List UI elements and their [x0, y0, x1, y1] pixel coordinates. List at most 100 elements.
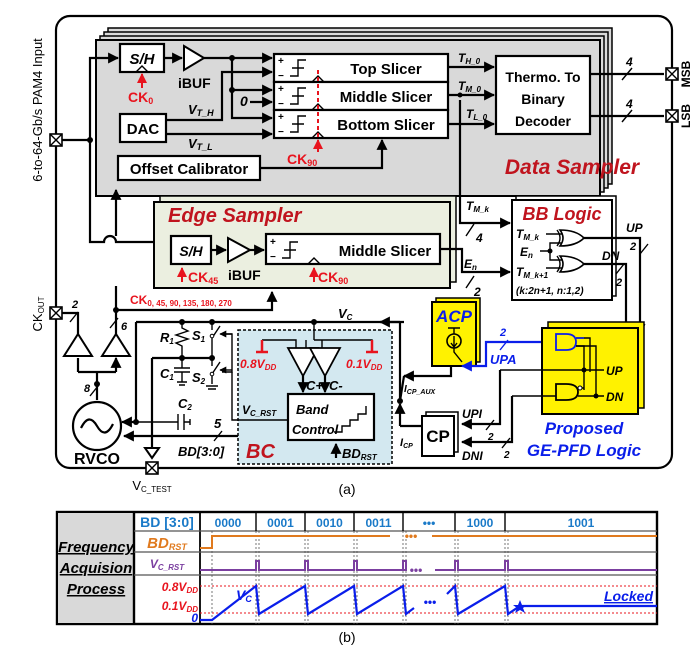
bb-tmk1-label: TM_k+1 [516, 265, 549, 280]
level-zero-label: 0 [191, 611, 198, 625]
decoder-label-1: Thermo. To [505, 69, 580, 85]
icp-aux-label: ICP_AUX [404, 384, 437, 396]
caption-a: (a) [338, 481, 355, 497]
ge-pfd-logic: UP DN [500, 321, 645, 415]
svg-text:+: + [278, 112, 284, 123]
decoder-label-2: Binary [521, 91, 565, 107]
data-sampler: S/H CK0 iBUF DAC VT_H VT_L 0 +− +− +− [95, 27, 664, 197]
input-pad [49, 133, 63, 147]
bd-rst-wave [200, 535, 657, 549]
vc-rst-label: VC_RST [242, 403, 277, 418]
ck0-label: CK0 [128, 89, 153, 106]
en-label: En [464, 257, 477, 272]
bd-rst-row-label: BDRST [147, 535, 188, 552]
svg-text:+: + [270, 237, 276, 248]
caption-b: (b) [338, 629, 355, 645]
bb-logic: BB Logic TM_k En TM_k+1 (k:2n+1, n:1,2) [511, 195, 617, 301]
vc-rst-ellipsis: ••• [410, 563, 423, 577]
bd-code-cell: 0010 [316, 516, 343, 530]
s1-label: S1 [192, 328, 206, 344]
bd-code-cell: 0001 [267, 516, 294, 530]
bb-logic-note: (k:2n+1, n:1,2) [516, 286, 584, 297]
bb-up-label: UP [626, 221, 644, 235]
middle-slicer-label: Middle Slicer [340, 89, 433, 106]
rvco-label: RVCO [74, 451, 120, 468]
th0-label: TH_0 [458, 51, 481, 66]
xor-gate-dn-icon [558, 255, 586, 273]
bd-bus-width: 5 [214, 416, 222, 431]
clock-phases-label: CK0, 45, 90, 135, 180, 270 [130, 293, 232, 308]
xor-gate-up-icon [558, 229, 586, 247]
ckout-label: CKOUT [30, 296, 46, 331]
offset-calibrator-block [116, 154, 262, 182]
band-control-label-1: Band [296, 402, 330, 417]
v08-label: 0.8VDD [240, 357, 276, 372]
nand-gate-icon [555, 383, 579, 401]
vc-test-buffer-icon [143, 447, 161, 460]
capacitor-c1-icon [174, 358, 190, 386]
vc-wave-label: VC [236, 587, 252, 604]
slicer-stack: +− +− +− CK90 Top Slicer Middle Slicer B… [272, 52, 450, 168]
loop-filter: R1 C1 S1 S2 C2 [120, 319, 400, 440]
s2-label: S2 [192, 370, 206, 386]
tmk-input-label: TM_k [466, 199, 489, 214]
icp-label: ICP [400, 437, 413, 450]
ckout-buffer-icon [62, 332, 94, 357]
top-slicer-label: Top Slicer [350, 61, 422, 78]
bd-rst-label: BDRST [342, 446, 378, 462]
ck90-data-label: CK90 [287, 151, 317, 168]
bd-rst-ellipsis: ••• [405, 529, 418, 543]
bb-logic-title: BB Logic [523, 204, 602, 224]
thermo-to-binary-decoder [494, 54, 592, 136]
comparator-high-icon [286, 347, 320, 378]
tl0-label: TL_0 [466, 107, 488, 122]
r1-label: R1 [160, 330, 174, 346]
en-bus-width: 2 [473, 285, 481, 299]
fap-title-2: Acquision [59, 560, 133, 577]
data-sampler-title: Data Sampler [505, 156, 641, 179]
data-ibuf-icon [183, 44, 206, 72]
staircase-icon [334, 406, 367, 433]
input-label: 6-to-64-Gb/s PAM4 Input [30, 38, 45, 182]
edge-sh-label: S/H [179, 243, 203, 259]
up-bus-width: 2 [629, 241, 636, 253]
ck90-edge-label: CK90 [318, 269, 348, 286]
dac-label: DAC [127, 121, 160, 138]
data-sh-block [118, 42, 166, 74]
ge-pfd-title-1: Proposed [545, 419, 624, 438]
edge-middle-slicer-label: Middle Slicer [339, 243, 432, 260]
band-control-bc: VC 0.8VDD 0.1VDD C+ C- Band Control VC_R… [231, 306, 393, 465]
fap-title-3: Process [67, 581, 125, 598]
resistor-r1-icon [173, 322, 191, 358]
upa-bus-width: 2 [499, 327, 506, 339]
dni-label: DNI [462, 449, 483, 463]
edge-ibuf-icon [227, 236, 253, 264]
vtl-label: VT_L [188, 136, 213, 152]
tmk-bus-width: 4 [475, 231, 483, 245]
bb-tmk-label: TM_k [516, 227, 539, 242]
bd-code-cell: 0000 [215, 516, 242, 530]
clock-bus-width: 6 [121, 321, 128, 333]
bottom-slicer-label: Bottom Slicer [337, 117, 435, 134]
edge-sampler-title: Edge Sampler [168, 205, 303, 227]
chip-boundary [54, 14, 674, 470]
lsb-bus-width: 4 [625, 97, 633, 111]
cp-title: CP [426, 427, 450, 446]
pfd-dn-label: DN [606, 390, 624, 404]
lsb-pad [665, 109, 679, 123]
timing-waveforms: ••••••••• [200, 529, 657, 624]
c2-label: C2 [178, 396, 192, 412]
comparator-low-icon [308, 347, 342, 378]
bd-code-cell: ••• [423, 516, 436, 530]
switch-s1-icon [211, 322, 221, 358]
c1-label: C1 [160, 366, 174, 382]
pfd-up-label: UP [606, 364, 624, 378]
charge-pump-block: CP [421, 411, 459, 457]
edge-ibuf-label: iBUF [228, 267, 261, 283]
v01-label: 0.1VDD [346, 357, 382, 372]
dn-bus-width: 2 [615, 277, 622, 289]
svg-text:−: − [278, 71, 284, 82]
upi-bus-width: 2 [487, 432, 494, 443]
